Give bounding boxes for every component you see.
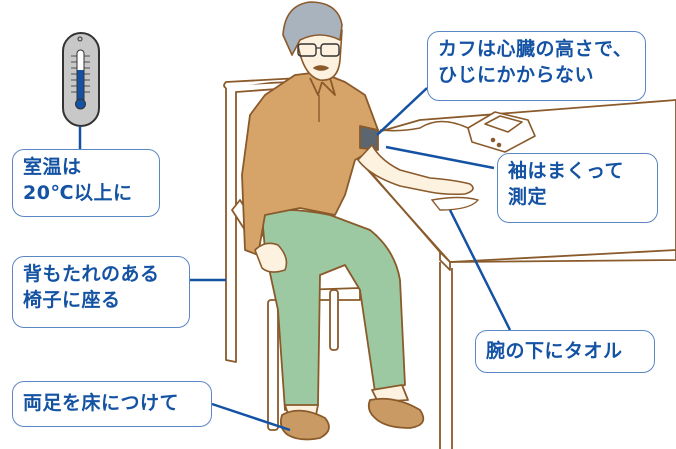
callout-chair: 背もたれのある 椅子に座る bbox=[12, 256, 190, 328]
callout-cuff: カフは心臓の高さで、 ひじにかからない bbox=[427, 31, 646, 101]
callout-towel: 腕の下にタオル bbox=[475, 330, 655, 373]
thermometer-icon bbox=[62, 32, 100, 127]
person-head bbox=[282, 1, 343, 81]
callout-sleeve-line2: 測定 bbox=[508, 186, 548, 208]
leader-line-cuff bbox=[376, 87, 428, 136]
callout-sleeve-line1: 袖はまくって bbox=[508, 160, 625, 182]
callout-feet: 両足を床につけて bbox=[12, 381, 212, 427]
callout-chair-line1: 背もたれのある bbox=[23, 263, 160, 285]
callout-cuff-line2: ひじにかからない bbox=[438, 64, 595, 86]
person-legs bbox=[261, 209, 425, 441]
callout-room-temp: 室温は 20℃以上に bbox=[12, 149, 160, 217]
callout-chair-line2: 椅子に座る bbox=[23, 289, 121, 311]
leader-line-feet bbox=[211, 402, 291, 432]
callout-room-temp-line1: 室温は bbox=[23, 156, 82, 178]
leader-line-towel bbox=[448, 209, 512, 331]
callout-sleeve: 袖はまくって 測定 bbox=[497, 153, 658, 223]
person-torso bbox=[241, 71, 379, 256]
leader-lines bbox=[78, 87, 512, 432]
towel bbox=[430, 196, 480, 211]
callout-towel-line1: 腕の下にタオル bbox=[486, 340, 623, 362]
callout-cuff-line1: カフは心臓の高さで、 bbox=[438, 38, 633, 60]
leader-line-sleeve bbox=[385, 145, 495, 170]
person-arms bbox=[254, 144, 474, 273]
callout-room-temp-line2: 20℃以上に bbox=[23, 182, 133, 204]
callout-feet-line1: 両足を床につけて bbox=[23, 392, 180, 414]
blood-pressure-monitor bbox=[379, 111, 536, 153]
